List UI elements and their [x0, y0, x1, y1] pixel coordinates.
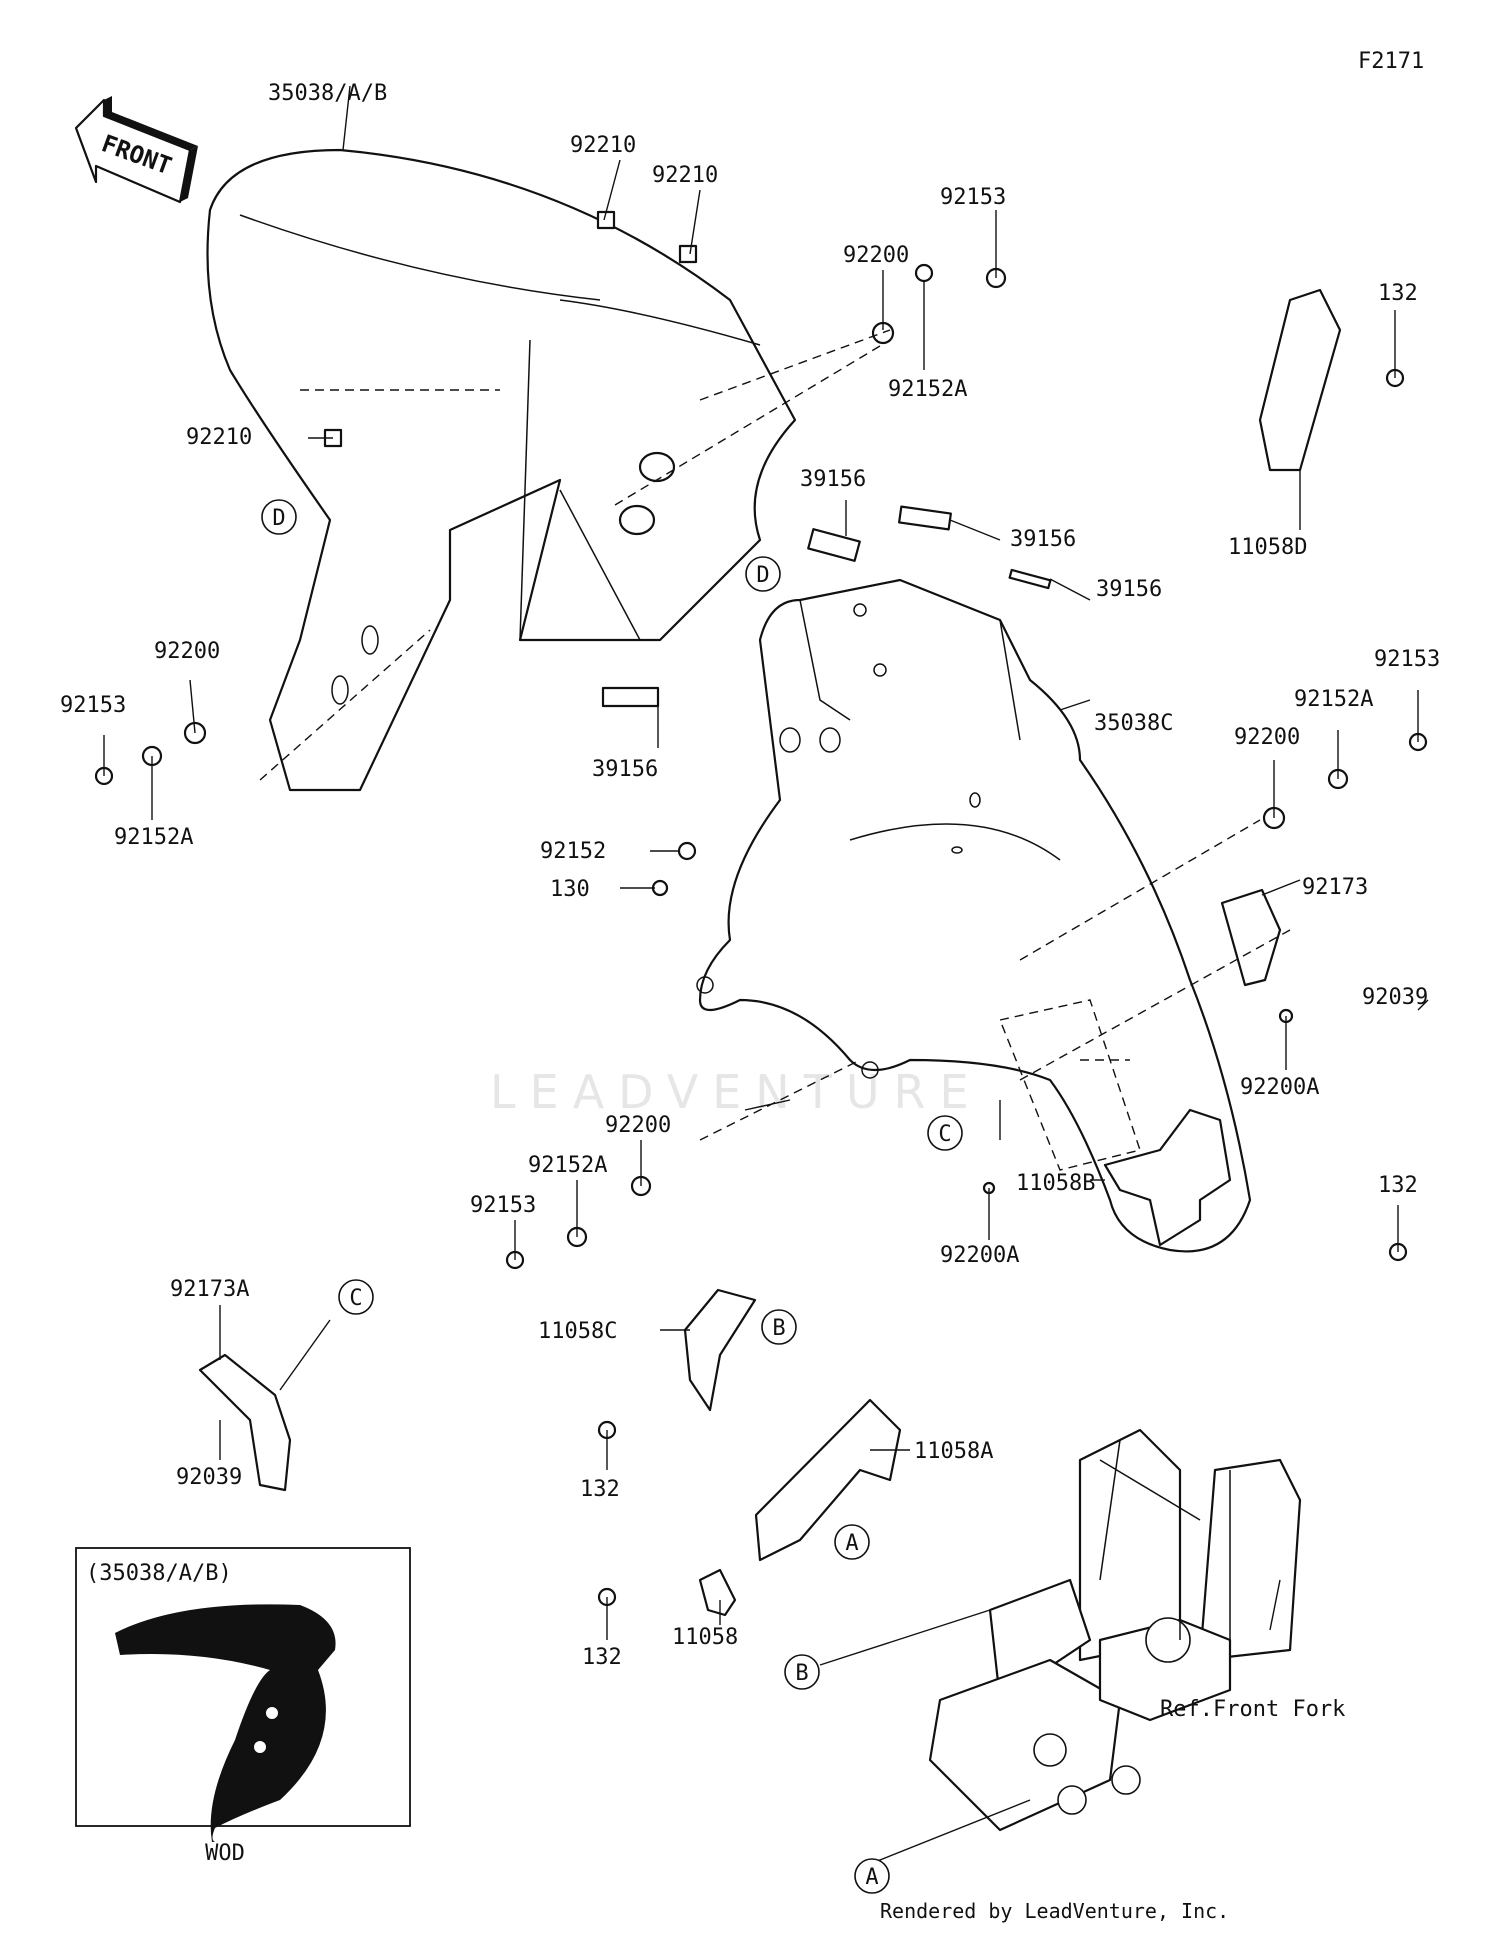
front-arrow-icon: FRONT [74, 96, 198, 204]
label-92173: 92173 [1302, 875, 1368, 900]
callout-a-mid: A [834, 1524, 870, 1560]
svg-text:A: A [845, 1531, 858, 1556]
label-132-right: 132 [1378, 1173, 1418, 1198]
clamp-92173-shape [1220, 888, 1282, 987]
svg-text:A: A [865, 1865, 878, 1890]
figure-code: F2171 [1358, 49, 1424, 74]
callout-c-center: C [927, 1115, 963, 1151]
front-fork-reference [928, 1428, 1302, 1832]
label-11058b: 11058B [1016, 1171, 1095, 1196]
label-92200-left: 92200 [154, 639, 220, 664]
label-92153-mid: 92153 [470, 1193, 536, 1218]
label-92153-top: 92153 [940, 185, 1006, 210]
label-39156-c: 39156 [1096, 577, 1162, 602]
bracket-11058b-shape [1103, 1108, 1232, 1247]
bracket-11058c-shape [683, 1288, 757, 1412]
label-92210-a: 92210 [570, 133, 636, 158]
label-11058a: 11058A [914, 1439, 993, 1464]
label-39156-d: 39156 [592, 757, 658, 782]
nut-92210-b-icon [678, 244, 698, 264]
brackets [198, 288, 1342, 1617]
part-labels: 35038/A/B 92210 92210 92210 92200 92153 … [60, 81, 1440, 1722]
label-132-bottom: 132 [582, 1645, 622, 1670]
watermark-text: LEADVENTURE [490, 1065, 983, 1119]
inset-fender-silhouette [115, 1604, 336, 1842]
svg-text:C: C [938, 1122, 951, 1147]
label-39156-b: 39156 [1010, 527, 1076, 552]
callout-b-fork: B [784, 1654, 820, 1690]
svg-text:C: C [349, 1286, 362, 1311]
label-132-topright: 132 [1378, 281, 1418, 306]
callout-c-left: C [338, 1279, 374, 1315]
callout-d-center: D [745, 556, 781, 592]
label-92152a-mid: 92152A [528, 1153, 607, 1178]
label-39156-a: 39156 [800, 467, 866, 492]
label-132-mid: 132 [580, 1477, 620, 1502]
label-11058c: 11058C [538, 1319, 617, 1344]
callouts: D D C C B B A A [261, 499, 963, 1894]
svg-text:D: D [272, 506, 285, 531]
label-92152: 92152 [540, 839, 606, 864]
label-92039-right: 92039 [1362, 985, 1428, 1010]
label-35038c: 35038C [1094, 711, 1173, 736]
inset-title: (35038/A/B) [86, 1561, 232, 1586]
label-92210-b: 92210 [652, 163, 718, 188]
label-11058d: 11058D [1228, 535, 1307, 560]
rear-fender-35038c [696, 578, 1252, 1253]
label-92200a-right: 92200A [1240, 1075, 1319, 1100]
svg-text:D: D [756, 563, 769, 588]
label-35038-a-b: 35038/A/B [268, 81, 387, 106]
clamp-92173a-shape [198, 1353, 292, 1492]
label-92200-right: 92200 [1234, 725, 1300, 750]
label-130: 130 [550, 877, 590, 902]
inset-35038-variant: (35038/A/B) WOD [75, 1547, 411, 1866]
bracket-11058a-shape [754, 1398, 902, 1562]
label-92153-right: 92153 [1374, 647, 1440, 672]
label-ref-front-fork: Ref.Front Fork [1160, 1697, 1345, 1722]
svg-text:B: B [772, 1316, 785, 1341]
rendered-by-footer: Rendered by LeadVenture, Inc. [880, 1899, 1229, 1923]
label-92039-left: 92039 [176, 1465, 242, 1490]
label-92152a-left: 92152A [114, 825, 193, 850]
emblems-39156 [601, 505, 1052, 708]
bracket-11058-shape [698, 1568, 737, 1617]
callout-d-left: D [261, 499, 297, 535]
label-92153-left: 92153 [60, 693, 126, 718]
front-fender-35038 [206, 148, 797, 792]
label-92210-c: 92210 [186, 425, 252, 450]
bracket-11058d-shape [1258, 288, 1342, 472]
callout-b-mid: B [761, 1309, 797, 1345]
label-92200a-mid: 92200A [940, 1243, 1019, 1268]
inset-caption: WOD [205, 1841, 245, 1866]
label-92200-mid: 92200 [605, 1113, 671, 1138]
svg-text:B: B [795, 1661, 808, 1686]
label-11058: 11058 [672, 1625, 738, 1650]
leader-lines [103, 85, 1429, 1869]
label-92200-top: 92200 [843, 243, 909, 268]
label-92152a-right: 92152A [1294, 687, 1373, 712]
label-92173a: 92173A [170, 1277, 249, 1302]
callout-a-fork: A [854, 1858, 890, 1894]
label-92152a-top: 92152A [888, 377, 967, 402]
